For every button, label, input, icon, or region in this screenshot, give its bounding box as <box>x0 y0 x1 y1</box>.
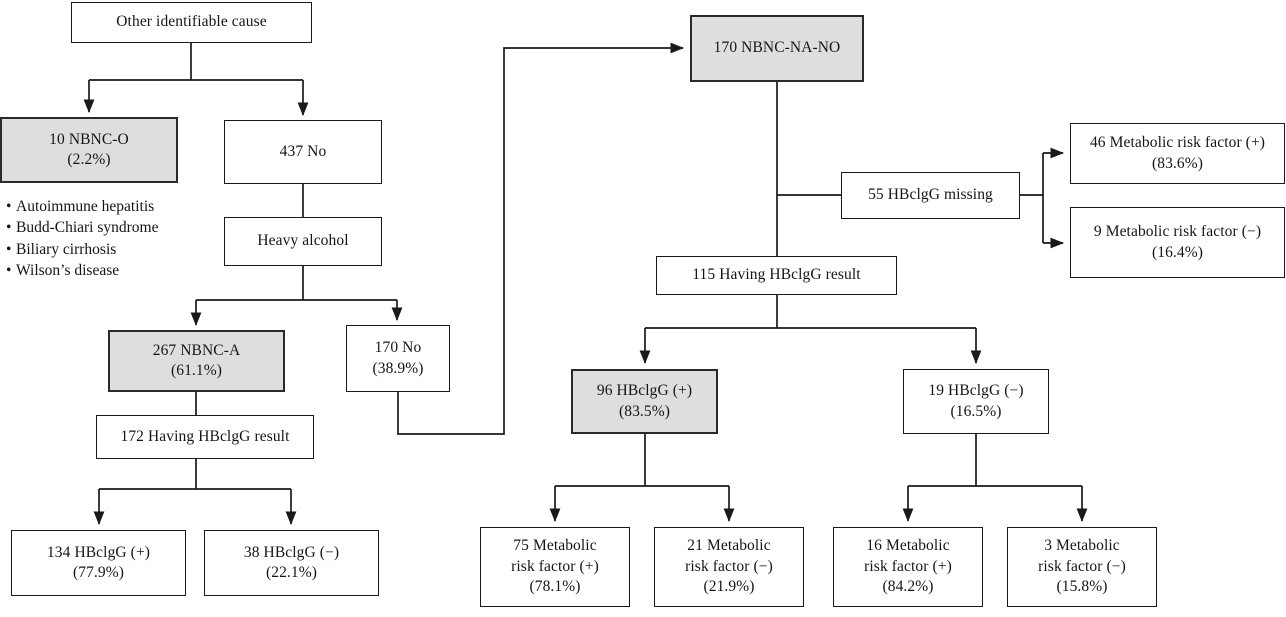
node-line-1: 9 Metabolic risk factor (−) <box>1093 223 1262 241</box>
node-line-2: (2.2%) <box>67 151 111 168</box>
node-line-2: risk factor (+) <box>864 557 952 575</box>
node-nbnc-na-no[interactable]: 170 NBNC-NA-NO <box>690 15 864 82</box>
node-75-metabolic-risk-factor-positive[interactable]: 75 Metabolic risk factor (+) (78.1%) <box>480 527 630 607</box>
node-line-1: 170 No <box>374 339 422 357</box>
node-9-metabolic-risk-factor-negative[interactable]: 9 Metabolic risk factor (−) (16.4%) <box>1070 207 1285 278</box>
node-line-1: 21 Metabolic <box>687 537 771 555</box>
node-21-metabolic-risk-factor-negative[interactable]: 21 Metabolic risk factor (−) (21.9%) <box>654 527 804 607</box>
node-line-1: 96 HBclgG (+) <box>596 382 693 400</box>
node-line-1: Other identifiable cause <box>116 13 267 31</box>
node-line-1: 115 Having HBclgG result <box>692 266 861 284</box>
node-line-1: 134 HBclgG (+) <box>46 543 151 561</box>
node-line-2: (16.5%) <box>950 402 1002 420</box>
node-nbnc-a[interactable]: 267 NBNC-A (61.1%) <box>108 330 285 392</box>
node-line-1: Heavy alcohol <box>257 232 349 250</box>
node-96-hbclgg-positive[interactable]: 96 HBclgG (+) (83.5%) <box>571 369 718 434</box>
node-172-having-hbclgg-result[interactable]: 172 Having HBclgG result <box>96 415 314 459</box>
node-55-hbclgg-missing[interactable]: 55 HBclgG missing <box>841 172 1020 219</box>
node-19-hbclgg-negative[interactable]: 19 HBclgG (−) (16.5%) <box>903 369 1049 434</box>
node-3-metabolic-risk-factor-negative[interactable]: 3 Metabolic risk factor (−) (15.8%) <box>1007 527 1157 607</box>
node-line-2: (38.9%) <box>372 359 424 377</box>
node-line-2: (83.5%) <box>618 402 671 420</box>
node-line-2: risk factor (−) <box>685 557 773 575</box>
node-other-identifiable-cause[interactable]: Other identifiable cause <box>71 2 312 43</box>
node-line-1: 19 HBclgG (−) <box>928 382 1024 400</box>
node-line-1: 3 Metabolic <box>1044 537 1120 555</box>
node-16-metabolic-risk-factor-positive[interactable]: 16 Metabolic risk factor (+) (84.2%) <box>833 527 983 607</box>
list-item: Autoimmune hepatitis <box>6 196 159 217</box>
list-item: Wilson’s disease <box>6 260 159 281</box>
node-line-2: (61.1%) <box>170 362 223 379</box>
node-line-2: (77.9%) <box>72 564 125 581</box>
node-line-1: 55 HBclgG missing <box>868 186 993 204</box>
node-line-1: 437 No <box>279 142 327 160</box>
nbnc-o-cause-list: Autoimmune hepatitis Budd-Chiari syndrom… <box>6 196 159 282</box>
node-437-no[interactable]: 437 No <box>224 120 382 184</box>
node-line-1: 75 Metabolic <box>513 537 597 555</box>
node-line-1: 46 Metabolic risk factor (+) <box>1089 134 1266 152</box>
node-line-2: (83.6%) <box>1151 154 1204 172</box>
node-line-1: 172 Having HBclgG result <box>120 427 290 445</box>
node-line-1: 16 Metabolic <box>866 537 950 555</box>
node-115-having-hbclgg-result[interactable]: 115 Having HBclgG result <box>656 256 897 295</box>
node-line-1: 170 NBNC-NA-NO <box>713 39 841 57</box>
node-line-1: 38 HBclgG (−) <box>243 543 340 561</box>
node-line-2: (16.4%) <box>1151 243 1204 261</box>
node-line-3: (84.2%) <box>882 578 934 596</box>
node-38-hbclgg-negative[interactable]: 38 HBclgG (−) (22.1%) <box>204 530 379 596</box>
node-heavy-alcohol[interactable]: Heavy alcohol <box>224 217 382 266</box>
node-134-hbclgg-positive[interactable]: 134 HBclgG (+) (77.9%) <box>11 530 186 596</box>
list-item: Biliary cirrhosis <box>6 239 159 260</box>
list-item: Budd-Chiari syndrome <box>6 217 159 238</box>
node-line-3: (21.9%) <box>703 578 755 596</box>
node-line-1: 10 NBNC-O <box>49 130 129 148</box>
node-line-1: 267 NBNC-A <box>152 341 241 359</box>
node-line-2: risk factor (−) <box>1038 557 1126 575</box>
node-line-2: risk factor (+) <box>511 557 599 575</box>
node-line-3: (78.1%) <box>529 578 581 596</box>
node-nbnc-o[interactable]: 10 NBNC-O (2.2%) <box>0 117 178 183</box>
node-46-metabolic-risk-factor-positive[interactable]: 46 Metabolic risk factor (+) (83.6%) <box>1070 123 1285 184</box>
node-line-2: (22.1%) <box>265 564 318 581</box>
node-line-3: (15.8%) <box>1056 578 1108 596</box>
node-170-no[interactable]: 170 No (38.9%) <box>346 325 450 392</box>
